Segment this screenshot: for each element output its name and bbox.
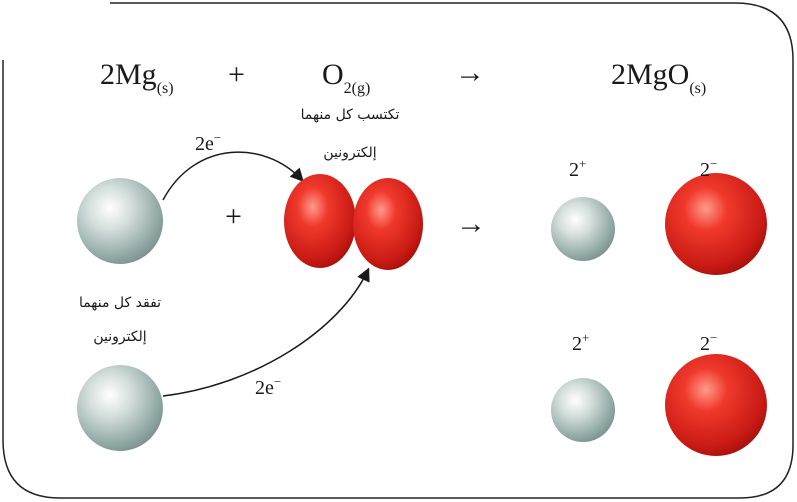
gain-label-line2: إلكترونين xyxy=(323,145,377,161)
cation-charge-top-sign: + xyxy=(579,156,587,171)
reactant-o2-formula: O xyxy=(322,58,344,91)
anion-charge-bottom: 2− xyxy=(700,330,717,356)
mg-atom-bottom xyxy=(77,365,163,451)
anion-charge-bottom-value: 2 xyxy=(700,333,710,355)
equation-plus: + xyxy=(228,58,245,91)
mg-ion-bottom xyxy=(551,378,615,442)
reactant-o2-state: 2(g) xyxy=(343,80,371,97)
anion-charge-top: 2− xyxy=(700,156,717,182)
anion-charge-top-value: 2 xyxy=(700,159,710,181)
o-ion-bottom xyxy=(665,354,767,456)
middle-arrow: → xyxy=(456,207,486,240)
mg-ion-top xyxy=(551,197,615,261)
reactant-o2: O2(g) xyxy=(322,58,370,98)
electron-arrow-bottom xyxy=(162,267,370,397)
reactant-mg: 2Mg(s) xyxy=(100,58,174,98)
o2-atom-right xyxy=(353,178,423,270)
cation-charge-top-value: 2 xyxy=(569,159,579,181)
mg-atom-top xyxy=(77,178,163,264)
electrons-bottom-label: 2e− xyxy=(255,374,281,400)
cation-charge-bottom: 2+ xyxy=(572,330,589,356)
reactant-mg-state: (s) xyxy=(156,80,174,97)
electron-arrow-top xyxy=(162,151,304,201)
reactant-mg-formula: 2Mg xyxy=(100,58,157,91)
product-mgo-state: (s) xyxy=(689,80,707,97)
lose-label-line2: إلكترونين xyxy=(93,329,147,345)
anion-charge-top-sign: − xyxy=(710,156,718,171)
electrons-top-label: 2e− xyxy=(195,130,221,156)
o2-atom-left xyxy=(284,174,356,268)
o-ion-top xyxy=(665,173,767,275)
gain-label-line1: تكتسب كل منهما xyxy=(300,107,400,123)
electrons-bottom-text: 2e xyxy=(255,377,274,399)
cation-charge-bottom-sign: + xyxy=(582,330,590,345)
product-mgo-formula: 2MgO xyxy=(611,58,690,91)
electrons-bottom-sign: − xyxy=(273,374,282,389)
electrons-top-text: 2e xyxy=(195,133,214,155)
lose-label-line1: تفقد كل منهما xyxy=(78,295,162,311)
cation-charge-top: 2+ xyxy=(569,156,586,182)
product-mgo: 2MgO(s) xyxy=(611,58,706,98)
electrons-top-sign: − xyxy=(213,130,222,145)
anion-charge-bottom-sign: − xyxy=(710,330,718,345)
cation-charge-bottom-value: 2 xyxy=(572,333,582,355)
middle-plus: + xyxy=(225,200,242,233)
equation-arrow: → xyxy=(455,56,485,89)
